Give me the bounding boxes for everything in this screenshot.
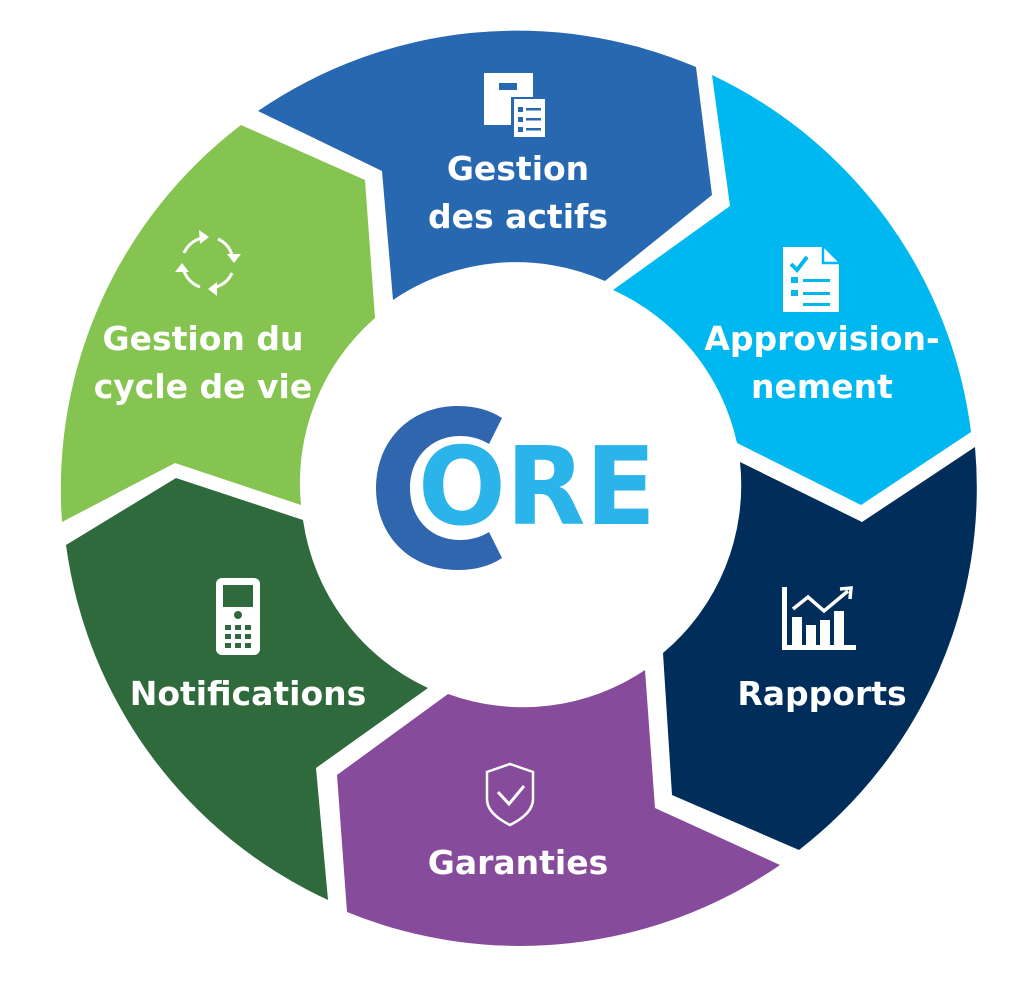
asset-documents-icon bbox=[484, 73, 547, 139]
segment-asset-management: Gestion des actifs bbox=[258, 30, 712, 301]
segment-label-line2: des actifs bbox=[428, 197, 608, 236]
core-logo: ORE bbox=[376, 406, 656, 570]
segment-notifications: Notifications bbox=[66, 478, 428, 900]
segment-label-line1: Gestion du bbox=[103, 319, 304, 358]
segment-procurement: Approvision- nement bbox=[613, 75, 971, 505]
checklist-document-icon bbox=[783, 247, 839, 312]
segment-label-line1: Gestion bbox=[447, 149, 589, 188]
segment-warranties: Garanties bbox=[337, 670, 780, 946]
cycle-arrows-icon bbox=[175, 230, 241, 296]
segment-shape bbox=[337, 670, 780, 946]
segment-label-line1: Approvision- bbox=[704, 319, 939, 358]
segment-label-line1: Notifications bbox=[130, 674, 367, 713]
logo-text-ore: ORE bbox=[418, 425, 656, 550]
shield-check-icon bbox=[485, 762, 535, 827]
bar-chart-trend-icon bbox=[782, 586, 856, 650]
segment-reports: Rapports bbox=[663, 447, 977, 850]
segment-label-line2: cycle de vie bbox=[94, 367, 313, 406]
segment-shape bbox=[66, 478, 428, 900]
segment-shape bbox=[258, 30, 712, 301]
segment-lifecycle-management: Gestion du cycle de vie bbox=[60, 125, 376, 522]
segment-label-line1: Garanties bbox=[428, 843, 609, 882]
segment-shape bbox=[60, 125, 376, 522]
logo-letter-c bbox=[376, 406, 502, 570]
segment-label-line2: nement bbox=[751, 367, 893, 406]
segment-label-line1: Rapports bbox=[737, 674, 906, 713]
handheld-device-icon bbox=[216, 578, 260, 655]
